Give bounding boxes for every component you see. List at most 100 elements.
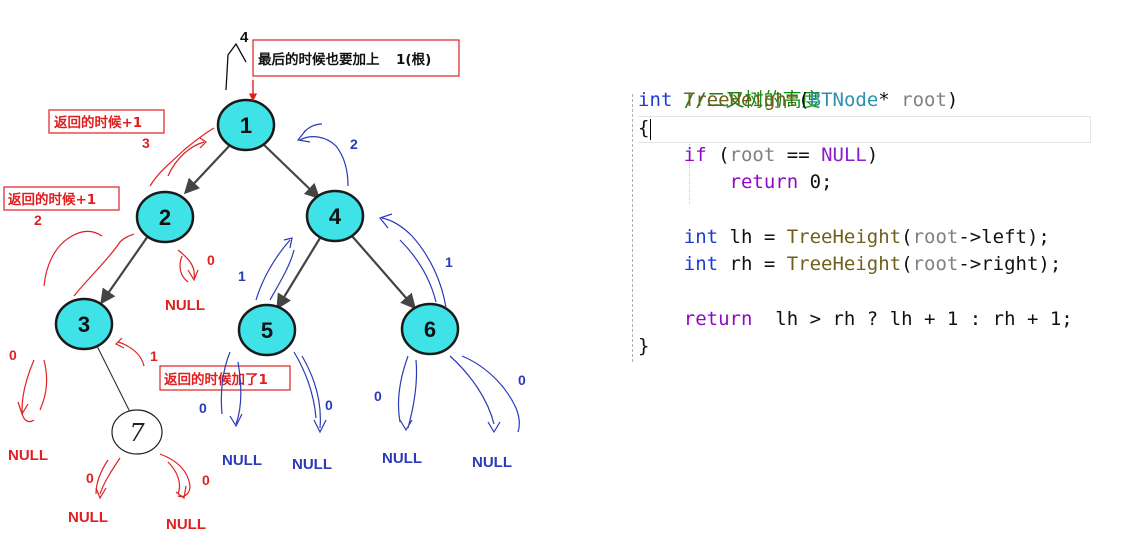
edge-1-4	[261, 142, 321, 200]
return-arc-6-to-4-b	[399, 239, 437, 303]
code-line-final-return: return lh > rh ? lh + 1 : rh + 1;	[638, 306, 1073, 333]
return-arc-4-to-1	[296, 129, 349, 187]
code-return-type: int	[638, 89, 673, 111]
null-value-zero: 0	[374, 388, 382, 404]
null-value-zero: 0	[9, 347, 17, 363]
code-lh-call: TreeHeight	[786, 226, 902, 248]
code-line-comment: //二叉树的高度	[638, 60, 821, 111]
code-if-op: ==	[775, 144, 822, 166]
code-param-name: root	[901, 89, 947, 111]
text-caret	[650, 119, 651, 140]
return-arc-4-to-1-b	[303, 123, 323, 133]
code-pointer: *	[878, 89, 902, 111]
return-arc-null-to-7-left-b	[95, 459, 109, 495]
code-rh-name: rh =	[718, 253, 787, 275]
code-line-signature: int TreeHeight(BTNode* root)	[638, 87, 958, 114]
null-label-node5-left: NULL	[222, 452, 262, 469]
code-if-var: root	[729, 144, 776, 166]
null-value-zero: 0	[518, 372, 526, 388]
result-up-arrow	[225, 42, 247, 91]
code-lh-arg-var: root	[912, 226, 959, 248]
return-arc-3-to-2	[43, 230, 103, 287]
return-arc-null-to-5-right	[293, 351, 327, 434]
return-arc-null-to-6-right	[449, 355, 520, 434]
code-lh-type: int	[683, 226, 719, 248]
return-arc-null-to-7-right-b	[167, 461, 181, 495]
null-value-zero: 0	[325, 397, 333, 413]
return-arc-5-to-4	[255, 237, 293, 301]
code-if-close: )	[866, 144, 879, 166]
callout-text: 返回的时候加了1	[164, 371, 268, 388]
code-editor-panel: //二叉树的高度 int TreeHeight(BTNode* root) { …	[632, 58, 1092, 368]
callout-return-plus1-lower: 返回的时候+1	[3, 186, 120, 211]
return-value-1-blue-left: 1	[238, 268, 246, 284]
tree-node-label: 1	[240, 113, 252, 138]
return-arc-7-to-3	[114, 337, 145, 367]
tree-node-label: 5	[261, 318, 273, 343]
return-arc-6-to-4	[378, 213, 447, 309]
return-value-2-red: 2	[34, 212, 42, 228]
edge-4-6	[351, 235, 417, 310]
code-if-open: (	[706, 144, 730, 166]
top-result-value: 4	[240, 29, 249, 46]
code-line-return-zero: return 0;	[638, 169, 833, 196]
tree-node-6: 6	[400, 302, 460, 356]
code-line-lh: int lh = TreeHeight(root->left);	[638, 224, 1050, 251]
code-line-open-brace: {	[638, 115, 649, 142]
callout-final-prefix: 最后的时候也要加上	[258, 51, 380, 68]
code-line-close-brace: }	[638, 333, 649, 360]
current-line-highlight	[638, 116, 1091, 143]
tree-node-1: 1	[216, 98, 276, 152]
return-value-2-blue: 2	[350, 136, 358, 152]
callout-return-plus1-upper: 返回的时候+1	[48, 109, 165, 134]
code-lh-name: lh =	[718, 226, 787, 248]
code-return-zero: 0;	[798, 171, 833, 193]
return-value-3: 3	[142, 135, 150, 151]
null-label-node6-right: NULL	[472, 454, 512, 471]
code-if-keyword: if	[683, 144, 707, 166]
code-return-keyword: return	[729, 171, 799, 193]
tree-node-label: 2	[159, 205, 171, 230]
null-label-node5-right: NULL	[292, 456, 332, 473]
null-value-zero: 0	[207, 252, 215, 268]
edge-3-7	[96, 345, 131, 413]
null-label-node7-right: NULL	[166, 516, 206, 533]
code-final-return-expr: lh > rh ? lh + 1 : rh + 1;	[752, 308, 1073, 330]
null-value-zero: 0	[86, 470, 94, 486]
null-value-zero: 0	[199, 400, 207, 416]
callout-text: 返回的时候+1	[8, 191, 96, 208]
indent-guide	[689, 144, 690, 204]
return-value-1-red: 1	[150, 348, 158, 364]
tree-node-4: 4	[305, 189, 365, 243]
tree-node-7: 7	[111, 409, 163, 455]
code-param-type: BTNode	[809, 89, 879, 111]
null-value-zero: 0	[202, 472, 210, 488]
code-line-rh: int rh = TreeHeight(root->right);	[638, 251, 1062, 278]
code-rh-arg-var: root	[912, 253, 959, 275]
tree-node-label: 6	[424, 317, 436, 342]
return-arc-2-to-1	[149, 127, 215, 187]
code-rh-call: TreeHeight	[786, 253, 902, 275]
code-null-macro: NULL	[821, 144, 867, 166]
return-value-1-blue-right: 1	[445, 254, 453, 270]
return-arc-null-to-6-left	[397, 355, 418, 432]
edge-1-2	[183, 142, 233, 195]
edge-4-5	[276, 237, 321, 310]
return-arc-null-to-7-right	[159, 453, 191, 500]
callout-final-value: 1(根)	[396, 51, 431, 68]
tree-node-5: 5	[237, 303, 297, 357]
tree-node-label: 4	[329, 204, 342, 229]
code-lh-arg-rest: ->left);	[958, 226, 1050, 248]
code-rh-type: int	[683, 253, 719, 275]
return-arc-1-loop	[167, 137, 207, 177]
return-arc-null-to-5-left	[220, 351, 243, 428]
return-arc-5-to-4-b	[269, 249, 295, 301]
callout-text: 返回的时候+1	[54, 114, 142, 131]
callout-final-root: 最后的时候也要加上 1(根)	[252, 39, 460, 77]
code-lh-arg-open: (	[901, 226, 913, 248]
code-open-brace: {	[638, 117, 650, 139]
null-label-node6-left: NULL	[382, 450, 422, 467]
code-comment: //二叉树的高度	[683, 89, 821, 111]
return-arc-null-to-3-left-b	[39, 359, 48, 411]
